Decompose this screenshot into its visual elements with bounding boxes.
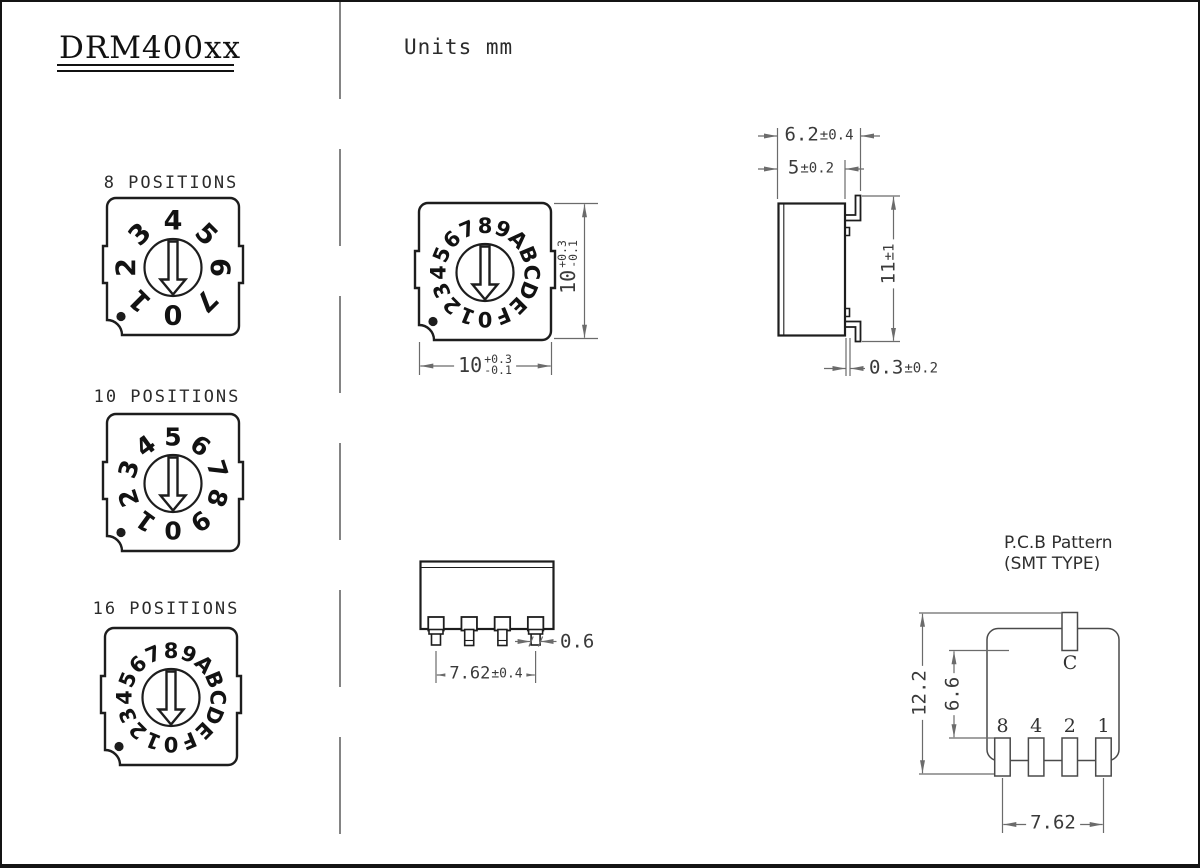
dim-side-height: 11±1 [878,239,900,289]
pcb-pattern-title: P.C.B Pattern (SMT TYPE) [1004,533,1113,575]
pcb-pad-label-1: 1 [1097,715,1110,737]
dial-char: C [206,690,230,705]
pin-lead [497,628,508,647]
title-underline [57,64,234,72]
dial-char: 0 [164,516,181,545]
page-title: DRM400xx [59,30,242,66]
pcb-pad-label-8: 8 [996,715,1009,737]
label-10-positions: 10 POSITIONS [93,387,241,407]
pcb-common-pad-label: C [1062,652,1078,674]
front-view-drawing [419,560,555,647]
pin-lead-collar [428,628,444,635]
pcb-pad [1027,737,1045,777]
dial-char: 0 [478,307,493,331]
dial-char: 4 [113,690,137,705]
dim-side-overall-depth: 6.2±0.4 [784,123,854,146]
dial-char: 8 [164,639,179,663]
pcb-footprint-outline [986,627,1120,762]
side-body [777,202,847,337]
units-label: Units mm [404,35,514,59]
label-8-positions: 8 POSITIONS [103,173,239,193]
pin-shoulder [493,616,512,632]
pin-lead [463,628,475,647]
pin-lead-collar [527,628,544,635]
dim-pcb-pad-gap: 6.6 [942,672,964,716]
side-view-drawing [777,194,862,343]
dial-char: 2 [111,258,142,277]
pin-shoulder [427,616,445,632]
side-bottom-tab [845,307,851,318]
dim-pcb-pad-span: 7.62 [1026,813,1080,833]
dial-char: 4 [427,265,451,280]
pcb-pad [993,737,1011,777]
side-bottom-lead [845,320,862,343]
pcb-pad [1094,737,1112,777]
dial-char: 5 [164,423,181,452]
side-view-dimension-lines [758,128,900,376]
dial-char: 4 [164,206,183,237]
dim-pcb-overall-span: 12.2 [909,666,931,720]
dial-char: 0 [164,299,183,330]
dial-char: 0 [164,732,179,756]
pin-shoulder [526,616,545,632]
dial-char: 6 [204,258,235,277]
pcb-pattern-drawing [986,611,1120,777]
pcb-dimension-lines [919,612,1105,833]
side-top-lead [845,194,862,222]
pcb-pad-label-2: 2 [1063,715,1076,737]
label-16-positions: 16 POSITIONS [92,599,240,619]
dim-front-lead-width: 0.6 [560,630,595,653]
pin-shoulder [460,616,478,632]
pcb-pad [1061,737,1079,777]
dial-char: C [520,265,544,280]
pcb-title-line1: P.C.B Pattern [1004,533,1113,553]
dim-side-lead-standoff: 0.3±0.2 [869,356,939,379]
pcb-pad-common [1061,611,1079,652]
pcb-pad-label-4: 4 [1030,715,1043,737]
pcb-title-line2: (SMT TYPE) [1004,554,1101,574]
dim-top-view-height: 10 +0.3-0.1 [555,240,580,294]
dim-top-view-width: 10 +0.3-0.1 [454,353,516,376]
side-top-tab [845,226,851,237]
dim-front-lead-span: 7.62±0.4 [445,665,527,683]
dial-char: 8 [478,214,493,238]
dim-side-body-depth: 5±0.2 [787,156,835,179]
